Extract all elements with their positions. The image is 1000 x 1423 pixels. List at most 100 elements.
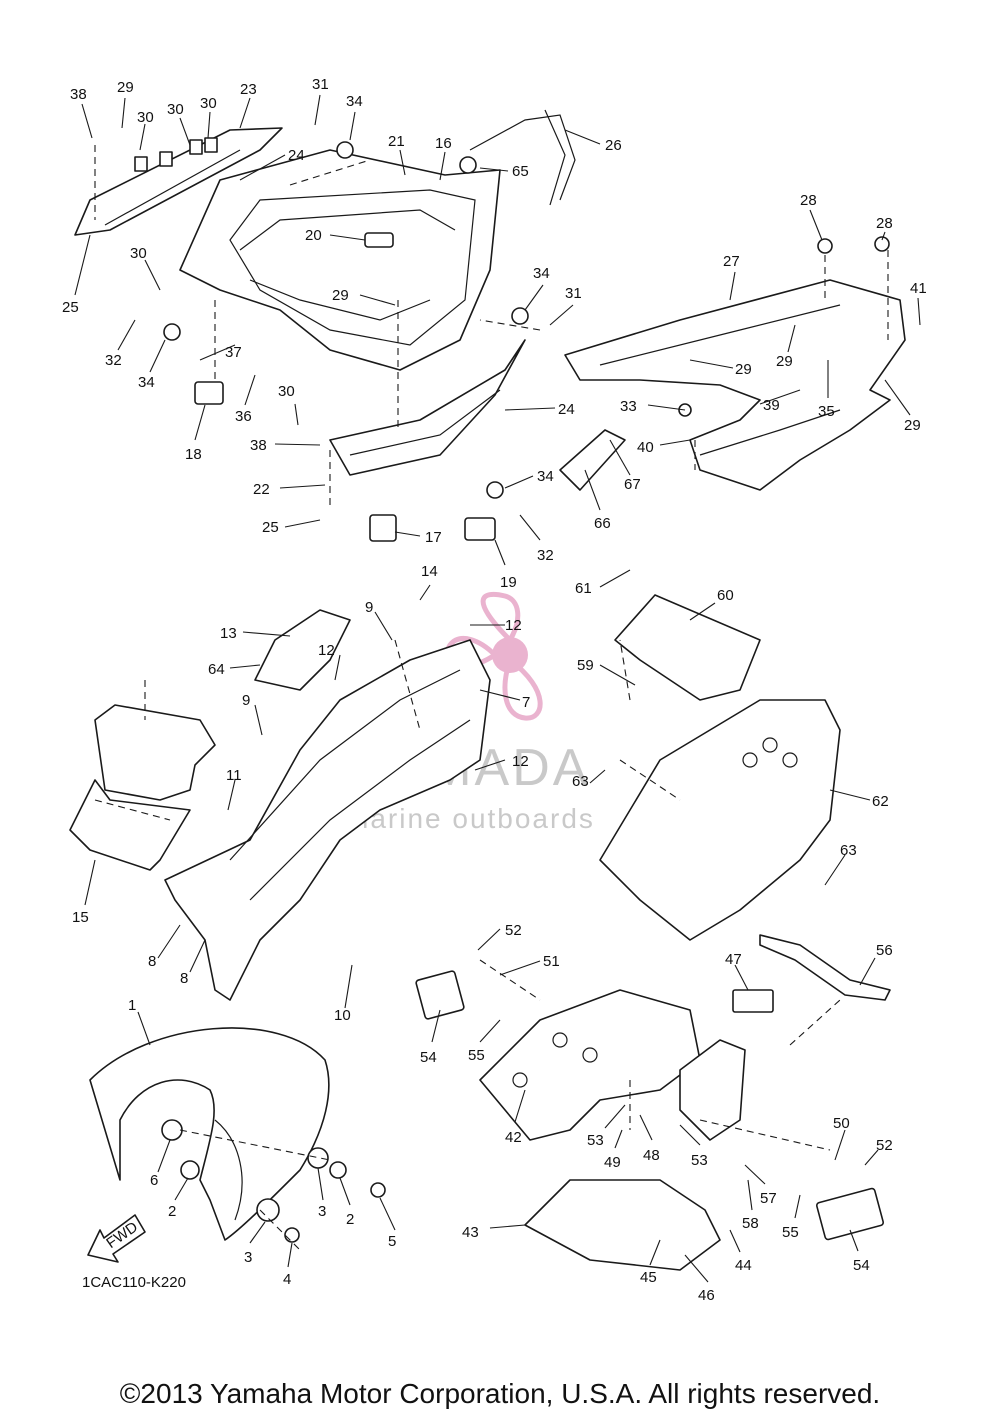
reflector-right-54: [815, 1187, 885, 1241]
callout-34: 34: [346, 93, 363, 110]
callout-35: 35: [818, 403, 835, 420]
callout-66: 66: [594, 515, 611, 532]
license-light-housing-43: [524, 1179, 721, 1271]
callout-63: 63: [840, 842, 857, 859]
callout-31: 31: [312, 76, 329, 93]
callout-39: 39: [763, 397, 780, 414]
tail-light-bracket: [679, 1039, 746, 1141]
forward-arrow-icon: FWD: [87, 1214, 146, 1263]
callout-34: 34: [138, 374, 155, 391]
callout-7: 7: [522, 694, 530, 711]
callout-63: 63: [572, 773, 589, 790]
callout-4: 4: [283, 1271, 291, 1288]
callout-56: 56: [876, 942, 893, 959]
callout-18: 18: [185, 446, 202, 463]
callout-31: 31: [565, 285, 582, 302]
callout-24: 24: [288, 147, 305, 164]
callout-32: 32: [537, 547, 554, 564]
callout-2: 2: [168, 1203, 176, 1220]
callout-60: 60: [717, 587, 734, 604]
rear-undercowl-62: [599, 699, 841, 941]
callout-11: 11: [226, 767, 242, 784]
bracket-56: [759, 934, 891, 1001]
callout-34: 34: [537, 468, 554, 485]
callout-15: 15: [72, 909, 89, 926]
diagram-code: 1CAC110-K220: [82, 1274, 186, 1291]
callout-30: 30: [278, 383, 295, 400]
callout-52: 52: [505, 922, 522, 939]
callout-6: 6: [150, 1172, 158, 1189]
callout-44: 44: [735, 1257, 752, 1274]
callout-53: 53: [691, 1152, 708, 1169]
callout-33: 33: [620, 398, 637, 415]
callout-25: 25: [62, 299, 79, 316]
rear-seat-cowl: [179, 149, 501, 371]
callout-12: 12: [505, 617, 522, 634]
callout-leaders: [74, 94, 921, 1283]
callout-41: 41: [910, 280, 927, 297]
callout-30: 30: [200, 95, 217, 112]
callout-50: 50: [833, 1115, 850, 1132]
callout-43: 43: [462, 1224, 479, 1241]
license-plate-bracket-42: [479, 989, 701, 1141]
callout-49: 49: [604, 1154, 621, 1171]
callout-9: 9: [365, 599, 373, 616]
callout-1: 1: [128, 997, 136, 1014]
watermark-tagline: marine outboards: [345, 803, 595, 834]
callout-25: 25: [262, 519, 279, 536]
callout-65: 65: [512, 163, 529, 180]
callout-58: 58: [742, 1215, 759, 1232]
callout-17: 17: [425, 529, 442, 546]
callout-21: 21: [388, 133, 405, 150]
callout-3: 3: [318, 1203, 326, 1220]
callout-8: 8: [148, 953, 156, 970]
callout-54: 54: [853, 1257, 870, 1274]
callout-2: 2: [346, 1211, 354, 1228]
callout-8: 8: [180, 970, 188, 987]
callout-40: 40: [637, 439, 654, 456]
callout-48: 48: [643, 1147, 660, 1164]
callout-52: 52: [876, 1137, 893, 1154]
callout-32: 32: [105, 352, 122, 369]
callout-19: 19: [500, 574, 517, 591]
mud-flap-64: [254, 609, 351, 691]
callout-30: 30: [167, 101, 184, 118]
callout-13: 13: [220, 625, 237, 642]
callout-5: 5: [388, 1233, 396, 1250]
callout-27: 27: [723, 253, 740, 270]
callout-46: 46: [698, 1287, 715, 1304]
callout-38: 38: [250, 437, 267, 454]
callout-62: 62: [872, 793, 889, 810]
callout-61: 61: [575, 580, 592, 597]
side-cover-left: [74, 127, 283, 236]
callout-36: 36: [235, 408, 252, 425]
callout-34: 34: [533, 265, 550, 282]
small-hardware: [163, 141, 890, 542]
callout-42: 42: [505, 1129, 522, 1146]
callout-22: 22: [253, 481, 270, 498]
callout-53: 53: [587, 1132, 604, 1149]
callout-30: 30: [130, 245, 147, 262]
callout-55: 55: [782, 1224, 799, 1241]
callout-29: 29: [735, 361, 752, 378]
callout-54: 54: [420, 1049, 437, 1066]
callout-28: 28: [876, 215, 893, 232]
grab-bar-26: [469, 109, 576, 206]
callout-24: 24: [558, 401, 575, 418]
callout-26: 26: [605, 137, 622, 154]
seat-bracket-frame-27: [564, 279, 906, 491]
bracket-60: [614, 594, 761, 701]
callout-67: 67: [624, 476, 641, 493]
reflector-left-54: [415, 970, 465, 1020]
license-light-47: [732, 989, 774, 1013]
callout-29: 29: [904, 417, 921, 434]
callout-29: 29: [776, 353, 793, 370]
callout-55: 55: [468, 1047, 485, 1064]
rear-fender-assembly: [164, 639, 491, 1001]
callout-59: 59: [577, 657, 594, 674]
callout-64: 64: [208, 661, 225, 678]
callout-37: 37: [225, 344, 242, 361]
